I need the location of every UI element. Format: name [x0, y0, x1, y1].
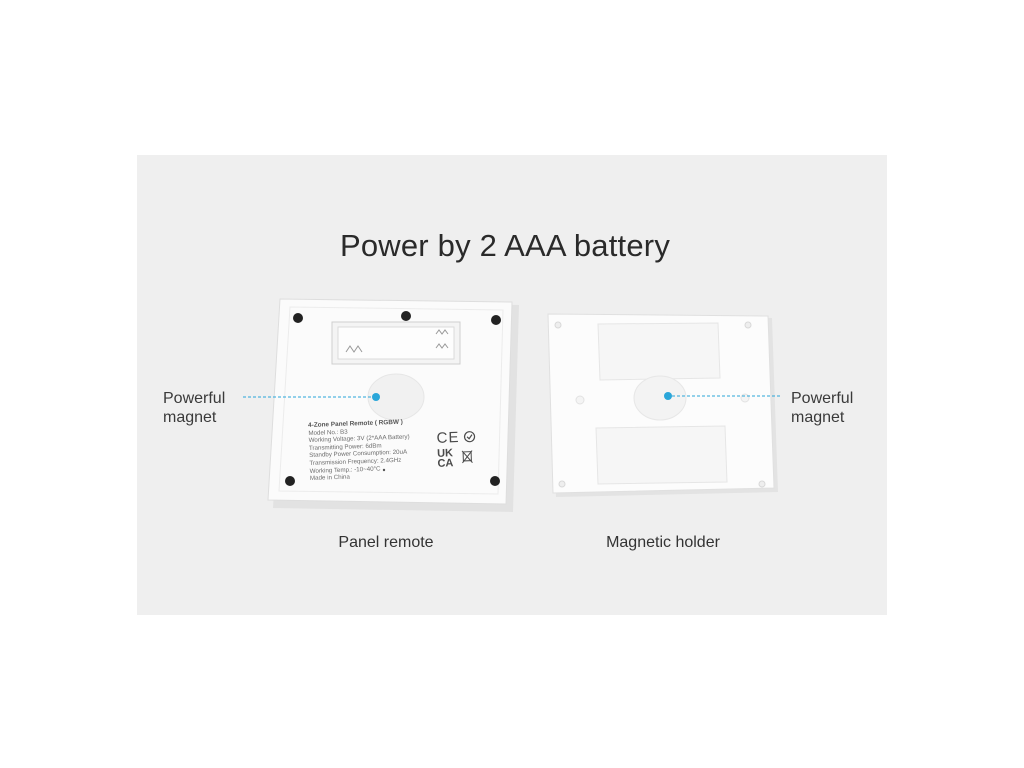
- callout-left: Powerful magnet: [163, 389, 225, 427]
- screw: [490, 476, 500, 486]
- callout-right: Powerful magnet: [791, 389, 853, 427]
- magnet-area: [633, 375, 687, 421]
- caption-magnetic-holder: Magnetic holder: [606, 534, 720, 551]
- magnetic-holder: [547, 313, 778, 497]
- ce-mark: CE: [436, 429, 460, 447]
- screw: [401, 311, 411, 321]
- caption-panel-remote: Panel remote: [338, 534, 434, 551]
- callout-left-line1: Powerful: [163, 390, 226, 407]
- check-circle-icon: [463, 431, 476, 443]
- screw: [285, 476, 295, 486]
- screw: [293, 313, 303, 323]
- callout-right-line2: magnet: [791, 409, 845, 426]
- panel-remote: [267, 298, 519, 512]
- ukca-mark-bottom: CA: [437, 456, 454, 470]
- headline: Power by 2 AAA battery: [339, 228, 671, 263]
- callout-left-line2: magnet: [163, 409, 217, 426]
- callout-right-line1: Powerful: [791, 390, 854, 407]
- screw: [491, 315, 501, 325]
- callout-dot-left: [372, 393, 380, 401]
- product-label: 4-Zone Panel Remote ( RGBW ) Model No.: …: [308, 418, 411, 482]
- recycle-bin-crossed-icon: [461, 450, 473, 464]
- callout-dot-right: [664, 392, 672, 400]
